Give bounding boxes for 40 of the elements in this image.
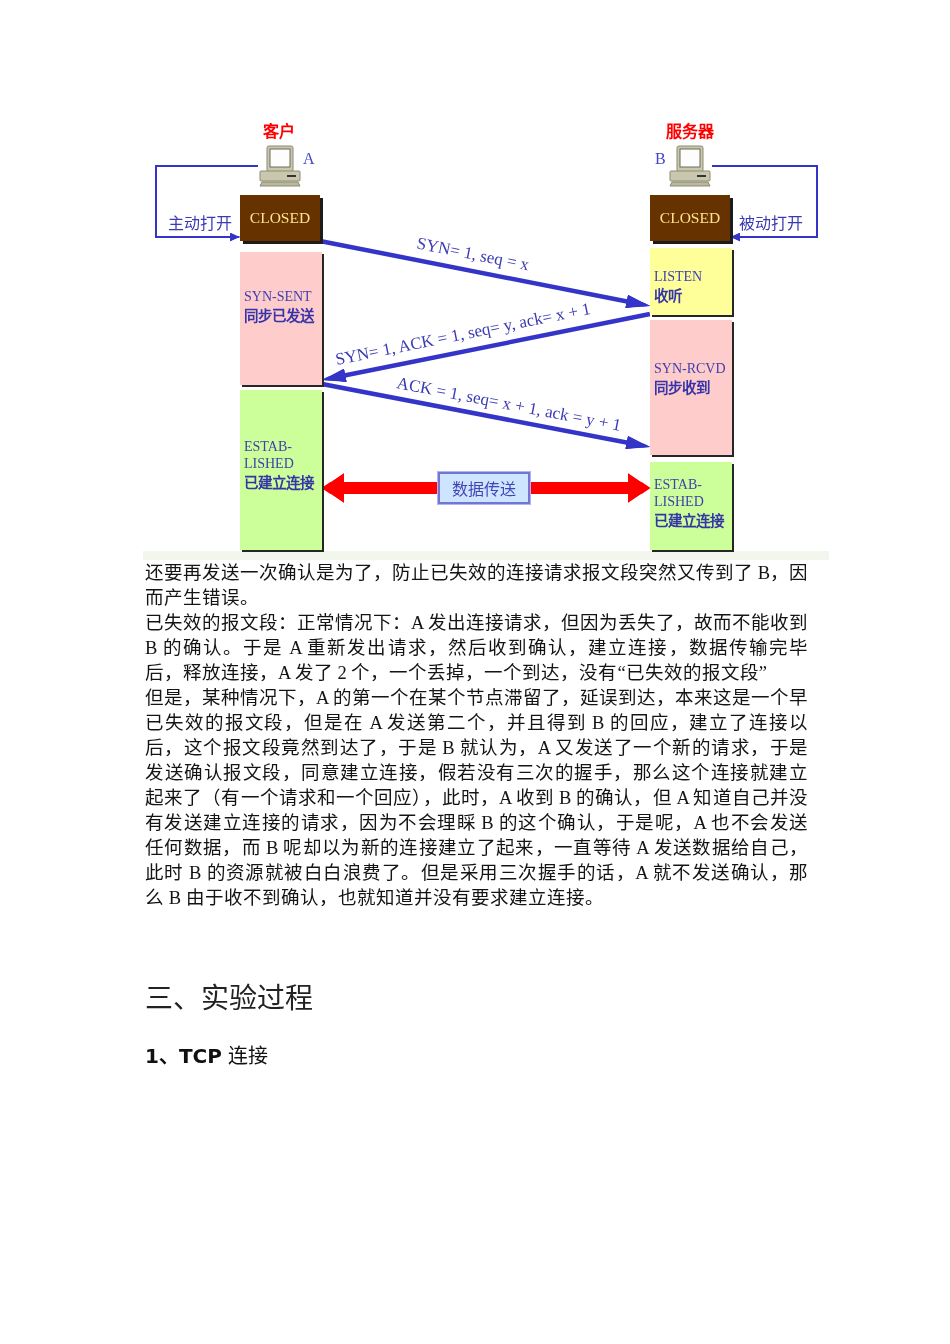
state-description: 已建立连接 [654, 512, 724, 531]
subsection-heading: 1、TCP 连接 [145, 1043, 269, 1069]
state-box [240, 195, 320, 241]
edge-label: 主动打开 [166, 214, 234, 233]
state-name: ESTAB-LISHED [654, 476, 705, 510]
arrow [321, 311, 651, 383]
host-caption: 客户 [263, 122, 295, 141]
edge-label: 被动打开 [737, 214, 805, 233]
state-box [650, 248, 732, 315]
tag-box [438, 472, 530, 504]
computer-icon [668, 145, 712, 187]
arrow [712, 165, 818, 242]
body-paragraph: 已失效的报文段：正常情况下：A 发出连接请求，但因为丢失了，故而不能收到 B 的确认。于是 A 重新发出请求，然后收到确认，建立连接，数据传输完毕后，释放连接，A 发了 2 个，一个丢掉，一个到达，没有“已失效的报文段” [145, 612, 808, 685]
state-box [240, 252, 322, 385]
state-box [650, 320, 732, 455]
arrow [530, 473, 650, 503]
state-name: SYN-RCVD [654, 360, 726, 377]
host-caption: 服务器 [666, 122, 714, 141]
tag-label: 数据传送 [452, 479, 516, 500]
state-box [650, 195, 730, 241]
state-name: LISTEN [654, 268, 703, 285]
host-letter: A [303, 150, 315, 168]
body-paragraph: 但是，某种情况下，A 的第一个在某个节点滞留了，延误到达，本来这是一个早已失效的报文段，但是在 A 发送第二个，并且得到 B 的回应，建立了连接以后，这个报文段竟然到达了，于是 B 就认为，A 又发送了一个新的请求，于是发送确认报文段，同意建立连接，假若没有三次的握手，那么这个连接就建立起来了（有一个请求和一个回应），此时，A 收到 B 的确认，但 A 知道自己并没有发送建立连接的请求，因为不会理睬 B 的这个确认，于是呢，A 也不会发送任何数据，而 B 呢却以为新的连接建立了起来，一直等待 A 发送数据给自己，此时 B 的资源就被白白浪费了。但是采用三次握手的话，A 就不发送确认，那么 B 由于收不到确认，也就知道并没有要求建立连接。 [145, 687, 808, 910]
arrow [321, 381, 651, 450]
state-description: 收听 [654, 287, 682, 306]
state-box [240, 390, 322, 550]
arrow [322, 473, 438, 503]
state-name: SYN-SENT [244, 288, 312, 305]
state-description: 已建立连接 [244, 474, 314, 493]
section-heading: 三、实验过程 [145, 982, 313, 1016]
body-paragraph: 还要再发送一次确认是为了，防止已失效的连接请求报文段突然又传到了 B，因而产生错误。 [145, 562, 808, 610]
state-box [650, 462, 732, 550]
state-description: 同步已发送 [244, 307, 314, 326]
state-name: CLOSED [249, 209, 311, 227]
arrow [155, 165, 258, 242]
state-description: 同步收到 [654, 379, 710, 398]
computer-icon [258, 145, 302, 187]
state-name: CLOSED [659, 209, 721, 227]
state-name: ESTAB-LISHED [244, 438, 295, 472]
host-letter: B [655, 150, 666, 168]
